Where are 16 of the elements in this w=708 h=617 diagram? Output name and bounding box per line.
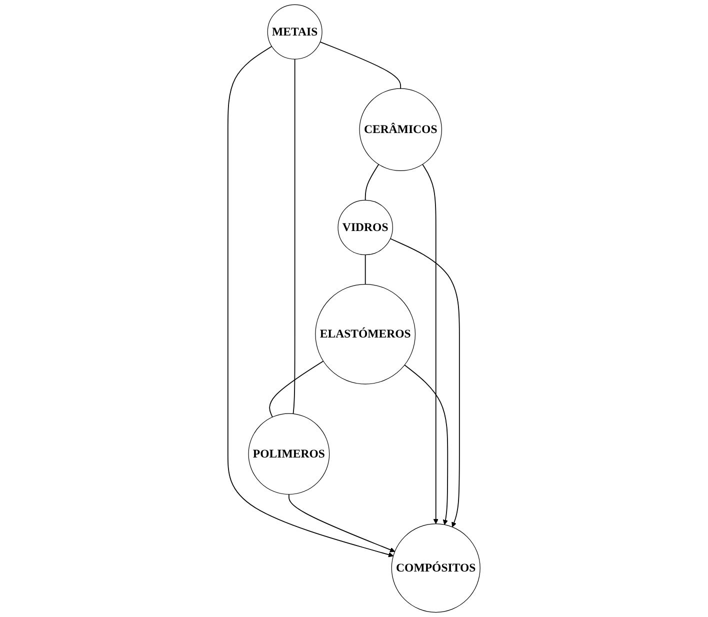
arrow [227,46,394,558]
arrow [422,164,438,524]
arrow [390,238,460,528]
connector [364,254,366,285]
node-circle: VIDROS [338,200,393,256]
node-circle: METAIS [267,4,322,60]
connector [320,42,402,90]
arrow [288,494,396,552]
connector [292,58,296,414]
connector [269,360,324,418]
connector [364,164,380,201]
arrow [404,364,448,525]
node-circle: ELASTÓMEROS [315,284,416,384]
node-circle: POLIMEROS [248,413,330,495]
node-circle: COMPÓSITOS [391,524,480,613]
node-circle: CERÂMICOS [359,88,442,172]
